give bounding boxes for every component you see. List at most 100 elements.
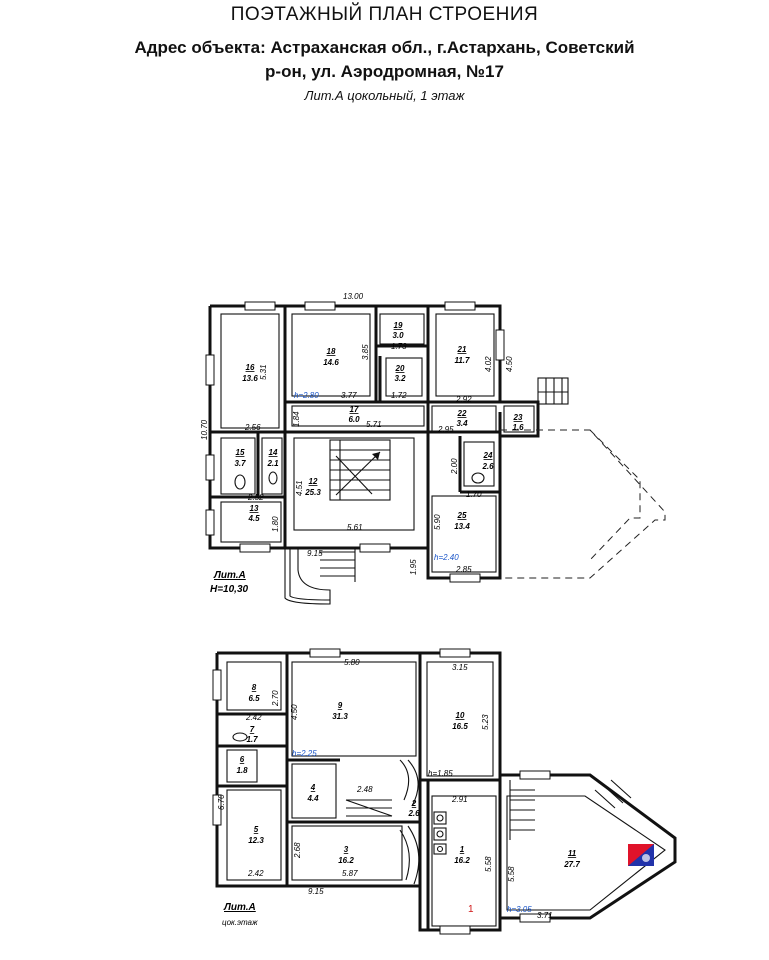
room-number: 16 — [246, 363, 255, 372]
svg-text:4.50: 4.50 — [505, 356, 514, 372]
floor1-height-label: H=10,30 — [210, 584, 249, 595]
basement-dimensions: 5.80 3.15 2.70 4.50 2.42 5.23 2.48 2.91 … — [217, 658, 553, 920]
basement-plan: 8 6.5 9 31.3 10 16.5 7 1.7 6 1.8 4 4.4 2… — [212, 648, 677, 935]
room-area: 3.4 — [456, 419, 468, 428]
plan-title: ПОЭТАЖНЫЙ ПЛАН СТРОЕНИЯ — [230, 4, 539, 25]
red-marker: 1 — [468, 904, 474, 915]
svg-text:1.73: 1.73 — [391, 342, 407, 351]
svg-text:1.95: 1.95 — [409, 559, 418, 575]
basement-windows — [212, 648, 551, 935]
basement-interior-walls — [217, 653, 666, 930]
room-area: 3.0 — [392, 331, 404, 340]
svg-text:5.80: 5.80 — [344, 658, 360, 667]
address-line-2: р-он, ул. Аэродромная, №17 — [265, 62, 504, 81]
room-area: 27.7 — [563, 860, 580, 869]
height-label: h=2.80 — [294, 391, 319, 400]
svg-text:4.02: 4.02 — [484, 356, 493, 372]
svg-text:5.90: 5.90 — [433, 514, 442, 530]
svg-text:2.42: 2.42 — [245, 713, 262, 722]
overall-depth-dim: 10.70 — [200, 419, 209, 440]
floor1-plan: 16 13.6 18 14.6 19 3.0 20 3.2 21 11.7 17… — [200, 292, 666, 605]
room-number: 2 — [411, 799, 417, 808]
room-area: 2.6 — [407, 809, 420, 818]
room-number: 25 — [457, 511, 467, 520]
room-area: 1.7 — [246, 735, 258, 744]
svg-text:2.91: 2.91 — [451, 795, 468, 804]
svg-text:2.00: 2.00 — [450, 458, 459, 475]
svg-text:1.72: 1.72 — [391, 391, 407, 400]
room-number: 3 — [344, 845, 349, 854]
room-area: 4.5 — [247, 514, 260, 523]
floor1-dimensions: 13.00 10.70 5.31 3.85 3.77 1.73 1.72 4.0… — [200, 292, 514, 575]
svg-text:5.31: 5.31 — [259, 364, 268, 380]
svg-text:4.50: 4.50 — [290, 704, 299, 720]
height-label: h=2.40 — [434, 553, 459, 562]
room-area: 2.6 — [481, 462, 494, 471]
svg-text:2.85: 2.85 — [455, 565, 472, 574]
svg-text:9.15: 9.15 — [308, 887, 324, 896]
svg-text:3.15: 3.15 — [452, 663, 468, 672]
room-area: 12.3 — [248, 836, 264, 845]
svg-text:3.71: 3.71 — [537, 911, 553, 920]
floor1-toilet-icons — [234, 471, 485, 490]
room-area: 13.4 — [454, 522, 470, 531]
room-number: 23 — [513, 413, 523, 422]
plan-subtitle: Лит.А цокольный, 1 этаж — [304, 88, 465, 103]
floor1-room-labels: 16 13.6 18 14.6 19 3.0 20 3.2 21 11.7 17… — [234, 321, 524, 531]
svg-text:2.70: 2.70 — [271, 690, 280, 707]
room-number: 4 — [310, 783, 316, 792]
svg-text:2.48: 2.48 — [356, 785, 373, 794]
room-area: 16.5 — [452, 722, 468, 731]
room-area: 31.3 — [332, 712, 348, 721]
room-area: 6.5 — [248, 694, 260, 703]
svg-text:3.77: 3.77 — [341, 391, 357, 400]
svg-text:5.23: 5.23 — [481, 714, 490, 730]
room-number: 5 — [254, 825, 259, 834]
svg-text:5.61: 5.61 — [347, 523, 363, 532]
svg-text:1.84: 1.84 — [292, 411, 301, 427]
room-number: 10 — [456, 711, 465, 720]
room-number: 19 — [394, 321, 403, 330]
room-number: 22 — [457, 409, 467, 418]
room-area: 4.4 — [306, 794, 319, 803]
room-number: 24 — [483, 451, 493, 460]
room-area: 6.0 — [348, 415, 360, 424]
room-number: 8 — [252, 683, 257, 692]
room-area: 3.7 — [234, 459, 246, 468]
basement-lit-label: Лит.А — [223, 902, 256, 913]
svg-text:9.15: 9.15 — [307, 549, 323, 558]
room-number: 11 — [568, 849, 577, 858]
basement-floor-label: цок.этаж — [222, 918, 258, 927]
svg-text:2.56: 2.56 — [244, 423, 261, 432]
room-number: 15 — [236, 448, 245, 457]
basement-staircase — [345, 759, 632, 885]
room-area: 16.2 — [454, 856, 470, 865]
floor1-interior-walls — [210, 306, 535, 578]
floor1-staircase — [329, 439, 391, 501]
svg-text:2.42: 2.42 — [247, 869, 264, 878]
svg-text:2.68: 2.68 — [293, 842, 302, 859]
room-number: 20 — [395, 364, 405, 373]
svg-text:5.87: 5.87 — [342, 869, 358, 878]
room-number: 13 — [250, 504, 259, 513]
address-line-1: Адрес объекта: Астраханская обл., г.Аста… — [134, 38, 635, 57]
room-area: 11.7 — [455, 356, 471, 365]
floor1-annex-outline — [500, 429, 666, 579]
overall-width-dim: 13.00 — [343, 292, 364, 301]
floor1-windows — [205, 301, 505, 583]
svg-text:5.58: 5.58 — [507, 866, 516, 882]
room-area: 3.2 — [394, 374, 406, 383]
room-area: 25.3 — [304, 488, 321, 497]
room-number: 21 — [457, 345, 467, 354]
height-label: h=3.05 — [507, 905, 532, 914]
room-number: 7 — [250, 725, 255, 734]
stamp-icon — [628, 844, 654, 866]
room-number: 1 — [460, 845, 465, 854]
svg-text:2.92: 2.92 — [455, 395, 472, 404]
room-number: 12 — [309, 477, 318, 486]
basement-room-labels: 8 6.5 9 31.3 10 16.5 7 1.7 6 1.8 4 4.4 2… — [236, 683, 580, 869]
room-number: 18 — [327, 347, 336, 356]
floor1-lit-label: Лит.А — [213, 570, 246, 581]
svg-text:3.85: 3.85 — [361, 344, 370, 360]
